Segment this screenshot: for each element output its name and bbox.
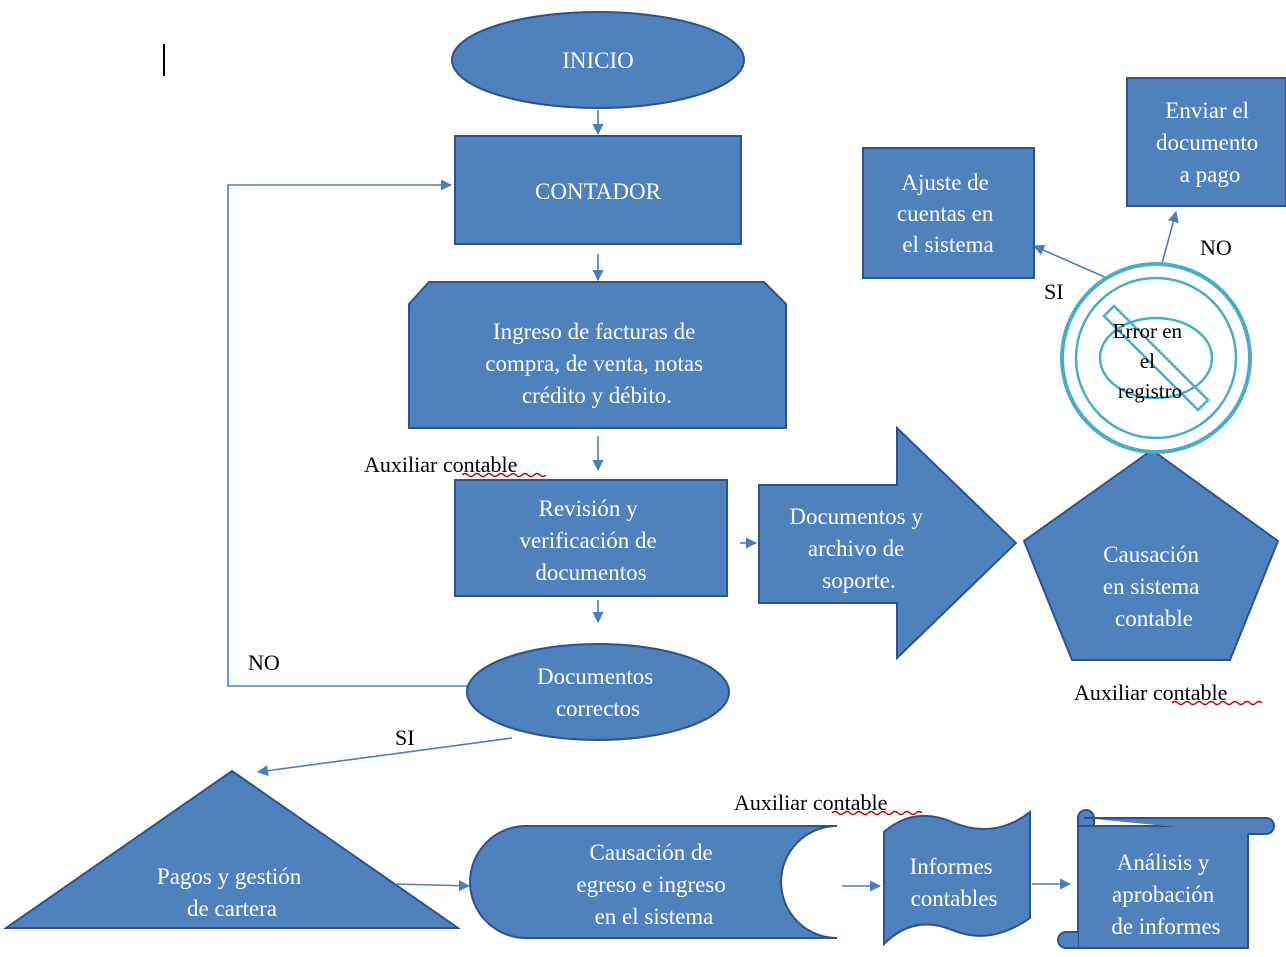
revision-node <box>454 479 728 597</box>
spellcheck-squiggle-1 <box>461 472 547 478</box>
arrow-pagos-egreso <box>396 880 471 892</box>
archivo-node-text-line-3: soporte. <box>822 568 895 593</box>
archivo-node-text-line-2: archivo de <box>808 536 904 561</box>
ingreso-node-text: Ingreso de facturas de compra, de venta,… <box>485 319 709 408</box>
analisis-node-text-line-2: aprobación <box>1112 882 1215 907</box>
analisis-node-text-line-1: Análisis y <box>1117 850 1210 875</box>
revision-node-text-line-1: Revisión y <box>539 496 639 521</box>
causacion-node-text: Causación en sistema contable <box>1103 542 1205 631</box>
enviar-node-text-line-3: a pago <box>1180 162 1241 187</box>
correctos-node <box>466 643 730 741</box>
pagos-triangle-node <box>2 769 462 929</box>
ajuste-node <box>862 147 1035 279</box>
error-node-text-line-3: registro <box>1118 379 1182 403</box>
spellcheck-squiggle-2 <box>1171 700 1263 706</box>
correctos-node-text-line-2: correctos <box>556 696 640 721</box>
contador-node-text-line: CONTADOR <box>535 179 662 204</box>
informes-node-text-line-2: contables <box>911 886 998 911</box>
revision-node-text-line-3: documentos <box>535 560 646 585</box>
correctos-node-text: Documentos correctos <box>537 664 659 721</box>
pagos-node-text-line-1: Pagos y gestión <box>157 864 302 889</box>
archivo-arrow-node <box>758 425 1018 661</box>
enviar-node-text-line-2: documento <box>1156 130 1258 155</box>
error-node-text: Error en el registro <box>1113 319 1188 403</box>
archivo-node-text: Documentos y archivo de soporte. <box>789 504 928 593</box>
ingreso-node <box>408 281 787 429</box>
causacion-node-text-line-2: en sistema <box>1103 574 1199 599</box>
analisis-scroll-node <box>1057 809 1275 949</box>
ingreso-node-text-line-3: crédito y débito. <box>522 383 672 408</box>
ingreso-node-text-line-1: Ingreso de facturas de <box>493 319 695 344</box>
error-node-text-line-2: el <box>1140 349 1155 373</box>
causacion-node-text-line-3: contable <box>1115 606 1193 631</box>
loop-no-contador <box>227 179 470 687</box>
si-label-ajuste: SI <box>1044 279 1064 304</box>
informes-tape-node <box>883 809 1031 947</box>
enviar-node-text-line-1: Enviar el <box>1165 98 1249 123</box>
error-node-text-line-1: Error en <box>1113 319 1183 343</box>
analisis-node-text: Análisis y aprobación de informes <box>1111 850 1220 939</box>
egreso-storage-node <box>469 825 838 939</box>
contador-node <box>454 135 742 245</box>
contador-node-text: CONTADOR <box>535 179 662 204</box>
egreso-node-text-line-1: Causación de <box>589 840 712 865</box>
analisis-node-text-line-3: de informes <box>1111 914 1220 939</box>
ajuste-node-text: Ajuste de cuentas en el sistema <box>897 170 999 257</box>
si-label-pagos: SI <box>395 725 415 750</box>
ajuste-node-text-line-1: Ajuste de <box>901 170 989 195</box>
auxiliar-label-2: Auxiliar contable <box>1074 680 1227 705</box>
start-node <box>451 11 745 109</box>
auxiliar-label-1: Auxiliar contable <box>364 452 517 477</box>
egreso-node-text-line-2: egreso e ingreso <box>576 872 725 897</box>
causacion-pentagon-node <box>1022 448 1280 661</box>
correctos-node-text-line-1: Documentos <box>537 664 653 689</box>
informes-node-text-line-1: Informes <box>910 854 993 879</box>
egreso-node-text: Causación de egreso e ingreso en el sist… <box>576 840 731 929</box>
ingreso-node-text-line-2: compra, de venta, notas <box>485 351 703 376</box>
ajuste-node-text-line-3: el sistema <box>902 232 993 257</box>
causacion-node-text-line-1: Causación <box>1103 542 1199 567</box>
pagos-node-text-line-2: de cartera <box>187 896 277 921</box>
spellcheck-squiggle-3 <box>831 810 923 816</box>
arrow-error-ajuste <box>1032 244 1117 283</box>
auxiliar-label-3: Auxiliar contable <box>734 790 887 815</box>
no-symbol-node <box>1060 262 1252 454</box>
pagos-node-text: Pagos y gestión de cartera <box>157 864 307 921</box>
archivo-node-text-line-1: Documentos y <box>789 504 923 529</box>
egreso-node-text-line-3: en el sistema <box>595 904 714 929</box>
revision-node-text: Revisión y verificación de documentos <box>519 496 662 585</box>
no-label-enviar: NO <box>1200 235 1232 260</box>
revision-node-text-line-2: verificación de <box>519 528 656 553</box>
no-label-loop: NO <box>248 650 280 675</box>
enviar-node-text: Enviar el documento a pago <box>1156 98 1264 187</box>
start-node-text-line: INICIO <box>562 48 634 73</box>
informes-node-text: Informes contables <box>910 854 999 911</box>
ajuste-node-text-line-2: cuentas en <box>897 201 994 226</box>
arrow-correctos-pagos <box>256 737 513 777</box>
enviar-node <box>1126 77 1286 207</box>
start-node-text: INICIO <box>562 48 634 73</box>
